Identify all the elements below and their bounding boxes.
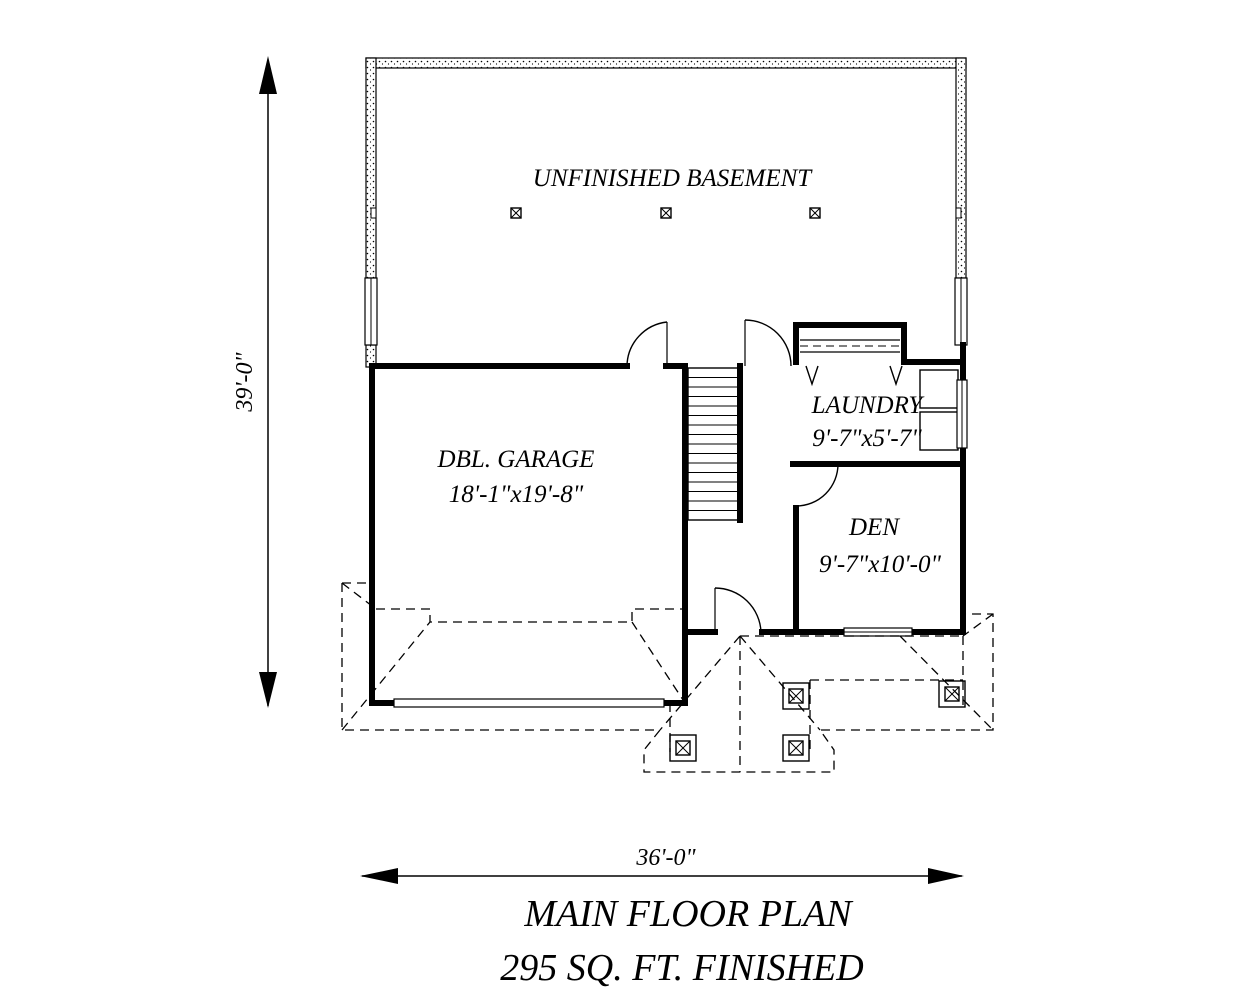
width-dimension-line	[360, 868, 964, 884]
staircase	[687, 367, 739, 521]
garage-label: DBL. GARAGE	[437, 446, 595, 473]
porch-posts	[669, 680, 966, 762]
garage-size: 18'-1"x19'-8"	[449, 481, 584, 508]
den-size: 9'-7"x10'-0"	[819, 551, 941, 578]
basement-label: UNFINISHED BASEMENT	[533, 165, 814, 192]
laundry-label: LAUNDRY	[811, 392, 926, 419]
laundry-size: 9'-7"x5'-7"	[812, 425, 922, 452]
depth-dimension-label: 39'-0"	[232, 351, 258, 412]
doors	[393, 319, 913, 708]
plan-subtitle: 295 SQ. FT. FINISHED	[500, 947, 863, 989]
laundry-fixtures	[800, 339, 968, 451]
depth-dimension-line	[259, 56, 277, 708]
den-label: DEN	[848, 514, 900, 541]
basement-posts	[510, 207, 821, 219]
roof-outline	[341, 582, 994, 773]
foundation-walls	[364, 57, 968, 368]
width-dimension-label: 36'-0"	[635, 845, 696, 871]
plan-title: MAIN FLOOR PLAN	[523, 893, 854, 935]
